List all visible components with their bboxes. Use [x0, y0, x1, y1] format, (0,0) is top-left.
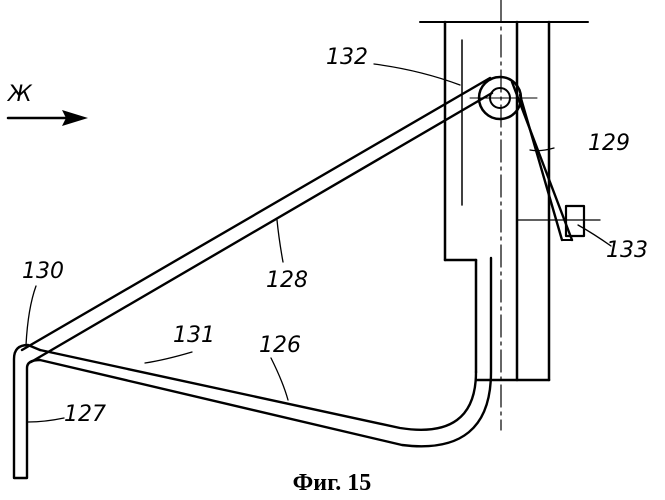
label-130: 130 — [22, 259, 64, 284]
label-133: 133 — [606, 238, 648, 263]
label-131: 131 — [173, 323, 215, 348]
hook-130 — [14, 345, 40, 478]
link-129 — [512, 82, 572, 240]
label-126: 126 — [259, 333, 301, 358]
label-129: 129 — [588, 131, 630, 156]
leader-lines — [26, 64, 611, 422]
direction-arrow — [8, 110, 88, 126]
strut-128 — [22, 78, 492, 362]
label-128: 128 — [266, 268, 308, 293]
figure-caption: Фиг. 15 — [293, 470, 372, 496]
direction-label: Ж — [6, 82, 33, 107]
label-127: 127 — [64, 402, 106, 427]
mounting-column — [420, 0, 600, 430]
label-132: 132 — [326, 45, 368, 70]
